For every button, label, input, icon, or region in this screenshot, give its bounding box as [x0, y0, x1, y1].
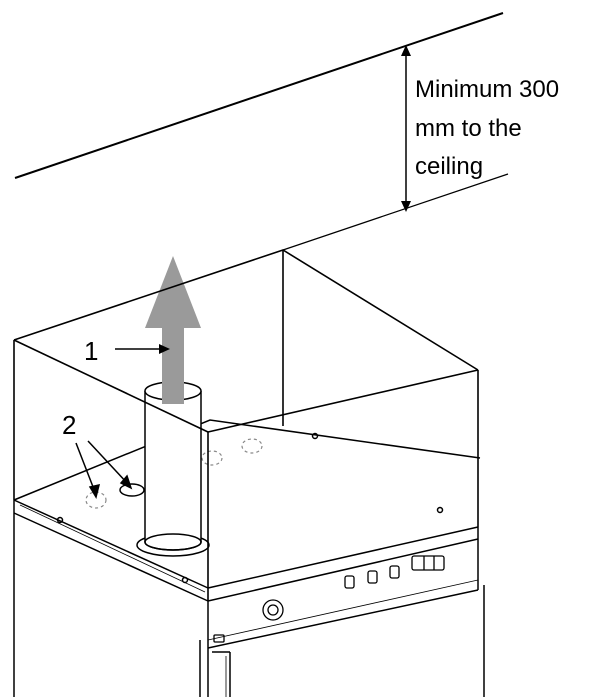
clearance-text-line3: ceiling: [415, 153, 483, 180]
boiler-top: [13, 419, 481, 602]
callout-2-label: 2: [62, 410, 76, 440]
control-knob: [262, 599, 284, 621]
callout-2-arrows: [75, 440, 133, 499]
clearance-enclosure: [13, 249, 479, 601]
flue-pipe: [136, 381, 210, 557]
control-panel: [213, 555, 445, 643]
indicator: [213, 634, 225, 643]
clearance-text-line2: mm to the: [415, 115, 522, 142]
extension-line: [282, 173, 509, 251]
callout-1-arrow: [115, 344, 170, 354]
control-button-3: [389, 565, 400, 579]
ceiling-line: [14, 12, 504, 179]
control-switch: [411, 555, 445, 571]
control-button-1: [344, 575, 355, 589]
callout-1-label: 1: [84, 336, 98, 366]
connection-opening: [119, 483, 145, 497]
clearance-dimension-arrow: [401, 45, 411, 212]
clearance-text-line1: Minimum 300: [415, 76, 559, 103]
flue-direction-arrow: [145, 256, 201, 404]
boiler-front: [13, 513, 485, 697]
control-button-2: [367, 570, 378, 584]
